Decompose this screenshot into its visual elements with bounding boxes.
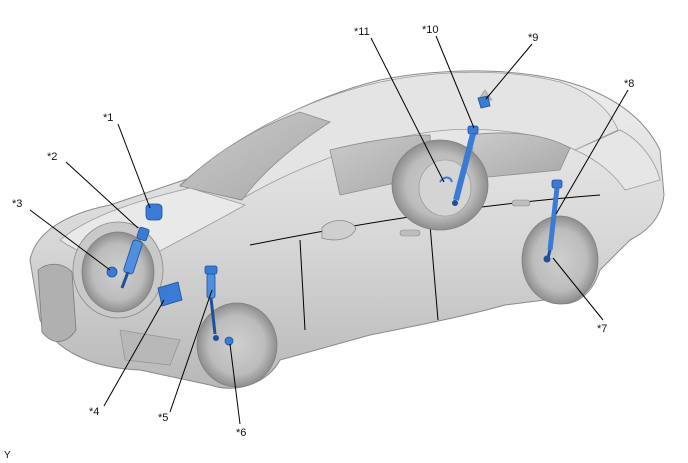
leader-line-2 [65,161,139,229]
leader-line-7 [552,257,604,321]
callout-label-8: *8 [624,78,634,90]
rear-right-tire [521,215,599,305]
callout-label-5: *5 [158,412,168,424]
front-right-tire [196,302,278,388]
callout-label-6: *6 [236,427,246,439]
leader-lines [29,35,629,425]
car-door-handle-rear [511,199,531,207]
callout-label-1: *1 [103,112,113,124]
leader-line-5 [169,289,213,413]
callout-label-3: *3 [12,198,22,210]
callout-label-2: *2 [47,151,57,163]
car-door-line-rear [429,224,439,321]
callout-label-7: *7 [597,323,607,335]
leader-line-3 [29,209,111,271]
callout-label-9: *9 [528,32,538,44]
rear-wheel-sensor-part [543,255,551,263]
figure-corner-tag: Y [4,450,11,461]
leader-line-8 [555,89,629,215]
front-shock-absorber-part [120,226,150,289]
callout-label-11: *11 [354,26,370,38]
rear-left-tire-rim [418,159,472,217]
front-left-tire [81,231,155,313]
car-door-handle-front [399,229,421,237]
car-side-mirror [321,220,357,241]
car-grille [37,263,77,342]
leader-line-1 [117,123,151,209]
front-shock-absorber-right-part [204,265,219,341]
rear-height-control-sensor-part [477,95,491,109]
leader-line-6 [229,343,241,425]
leader-line-11 [370,37,445,183]
rear-shock-absorber-part [546,179,563,259]
callout-label-10: *10 [422,24,439,36]
callout-labels: *1 *2 *3 *4 *5 *6 *7 *8 *9 *10 *11 [12,24,634,439]
leader-line-9 [485,43,533,100]
leader-line-4 [103,299,165,407]
front-wheel-sensor-part [224,336,234,346]
rear-sensor-connector-part [439,176,453,183]
callout-label-4: *4 [89,406,99,418]
car-side-window-rear [469,132,571,179]
car-door-line-front [299,239,306,331]
front-height-control-sensor-part [145,203,163,221]
car-windshield [179,111,331,201]
highlighted-components [106,95,563,346]
car-bumper-intake [119,329,181,366]
leader-line-10 [435,35,475,129]
